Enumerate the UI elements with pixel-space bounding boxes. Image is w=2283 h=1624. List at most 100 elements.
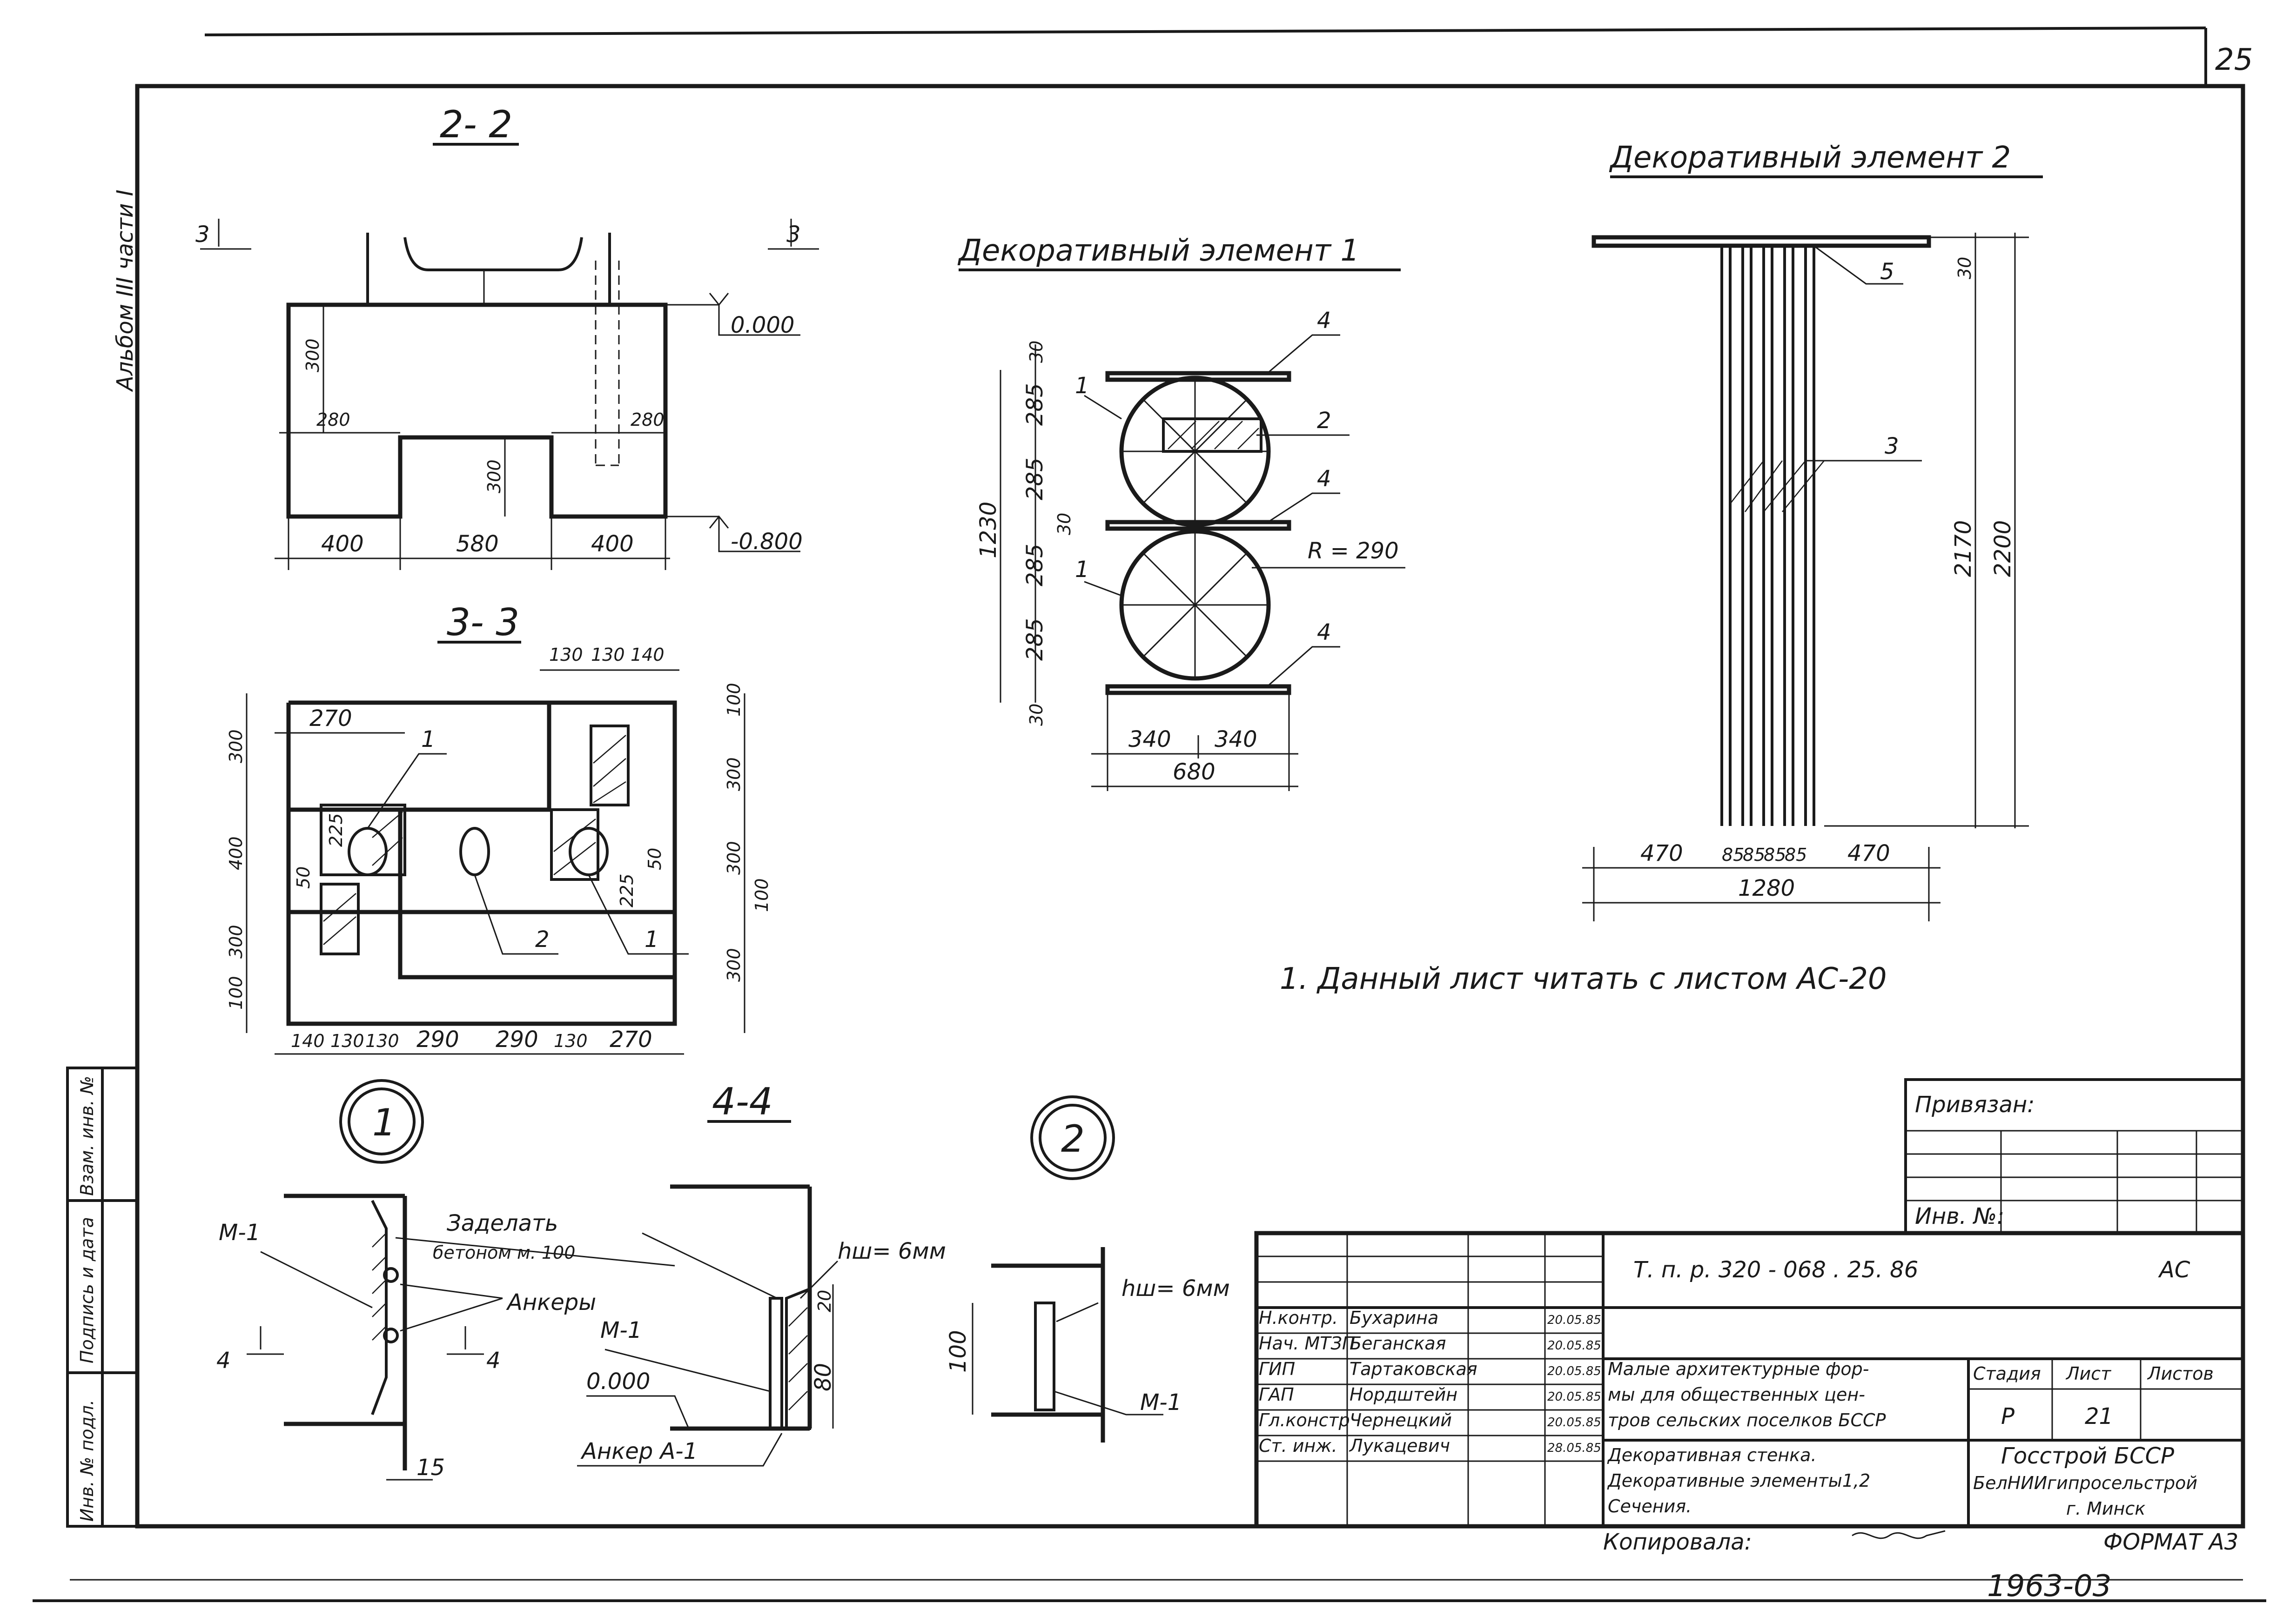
s44-anchor: Анкер А-1 [580, 1438, 698, 1464]
tb-sheet-1: Декоративная стенка. [1607, 1445, 1817, 1465]
s33-bot-130b: 130 [365, 1031, 399, 1051]
tb-project-3: тров сельских поселков БССР [1608, 1410, 1886, 1430]
el2-label-5: 5 [1880, 259, 1894, 285]
el1-overall: 1230 [975, 502, 1001, 558]
copier-signature [1852, 1530, 1946, 1539]
s33-dim-270: 270 [309, 705, 352, 731]
node-1-dim15: 15 [416, 1455, 445, 1481]
el1-dim-30a: 30 [1026, 341, 1047, 363]
el1-label-4b: 4 [1317, 466, 1331, 492]
sheet-frame [33, 27, 2266, 1602]
signer-date-0: 20.05.85 [1547, 1313, 1601, 1327]
tb-org-3: г. Минск [2066, 1498, 2145, 1519]
el1-dim-285c: 285 [1022, 544, 1048, 586]
el2-dim-30: 30 [1954, 257, 1975, 279]
s33-left-300b: 300 [226, 925, 246, 959]
side-inv-podl: Инв. № подл. [77, 1400, 97, 1522]
tb-org-2: БелНИИгипросельстрой [1973, 1473, 2197, 1493]
el1-label-4a: 4 [1317, 308, 1331, 334]
signer-name-2: Тартаковская [1350, 1359, 1477, 1379]
s33-bot-140: 140 [291, 1031, 325, 1051]
section-2-2-title: 2- 2 [440, 103, 512, 146]
hatch-3-3 [323, 735, 626, 945]
tb-sheet-3: Сечения. [1608, 1496, 1692, 1517]
tb-mark: АС [2158, 1257, 2190, 1283]
signer-date-4: 20.05.85 [1547, 1416, 1601, 1429]
s33-bot-130c: 130 [554, 1031, 588, 1051]
section-4-4: 4-4 hш= 6мм 20 80 М-1 0.000 Анкер А-1 [577, 1080, 946, 1467]
tb-header-sheets: Листов [2147, 1363, 2214, 1384]
s33-right-300a: 300 [724, 757, 744, 791]
dim-300b: 300 [484, 459, 504, 493]
signer-role-2: ГИП [1259, 1359, 1295, 1379]
el2-bot-85c: 85 [1764, 845, 1786, 865]
el2-bot-85d: 85 [1785, 845, 1807, 865]
el2-dim-2200: 2200 [1990, 520, 2016, 577]
s33-right-300c: 300 [724, 948, 744, 982]
page-number: 25 [2215, 43, 2253, 77]
s44-mark: 0.000 [586, 1369, 650, 1395]
dim-400a: 400 [321, 531, 364, 557]
signer-date-2: 20.05.85 [1547, 1364, 1601, 1378]
el1-bot-total: 680 [1173, 759, 1215, 785]
el1-label-2: 2 [1317, 408, 1331, 434]
signer-role-1: Нач. МТЗП [1259, 1333, 1355, 1354]
signer-role-0: Н.контр. [1259, 1308, 1338, 1328]
signer-date-3: 20.05.85 [1547, 1390, 1601, 1404]
signer-role-5: Ст. инж. [1259, 1436, 1337, 1456]
tb-sheet-no: 21 [2085, 1403, 2113, 1429]
node-2-weld: hш= 6мм [1121, 1275, 1230, 1302]
tb-code: Т. п. р. 320 - 068 . 25. 86 [1633, 1257, 1918, 1283]
s33-label-2: 2 [535, 926, 550, 953]
s33-right-100b: 100 [752, 878, 772, 912]
el1-label-1a: 1 [1075, 373, 1089, 399]
el1-bot-340b: 340 [1215, 726, 1257, 752]
sheet-note: 1. Данный лист читать с листом АС-20 [1280, 962, 1887, 996]
s44-dim20: 20 [814, 1290, 835, 1312]
node-2: 2 hш= 6мм 100 М-1 [945, 1095, 1230, 1443]
element1-title: Декоративный элемент 1 [957, 234, 1359, 268]
signer-name-4: Чернецкий [1350, 1410, 1452, 1430]
node-2-dim: 100 [945, 1330, 971, 1373]
element2-title: Декоративный элемент 2 [1609, 141, 2011, 175]
node-1: 1 М-1 Заделать бетоном м. 100 Анкеры 4 4… [216, 1079, 675, 1481]
dim-580: 580 [456, 531, 499, 557]
s33-inner-50a: 50 [293, 866, 314, 889]
s33-top-130a: 130 [549, 644, 583, 665]
tb-project-2: мы для общественных цен- [1608, 1384, 1865, 1405]
album-note: Альбом III части I [112, 189, 138, 392]
format-label: ФОРМАТ А3 [2103, 1529, 2238, 1555]
signer-name-5: Лукацевич [1349, 1436, 1450, 1456]
section-4-4-title: 4-4 [712, 1080, 773, 1123]
s33-top-140: 140 [631, 644, 665, 665]
el1-label-1b: 1 [1075, 557, 1089, 583]
s33-inner-50b: 50 [645, 848, 665, 870]
signer-name-3: Нордштейн [1350, 1384, 1457, 1405]
el1-dim-30b: 30 [1054, 513, 1074, 535]
node-2-number: 2 [1061, 1117, 1085, 1161]
node-2-m1: М-1 [1140, 1389, 1182, 1416]
s44-m1: М-1 [600, 1317, 642, 1343]
decorative-element-2: Декоративный элемент 2 5 3 30 2170 [1582, 141, 2043, 921]
level-0000: 0.000 [731, 312, 794, 338]
stamp-number: 1963-03 [1987, 1569, 2111, 1604]
signer-name-0: Бухарина [1350, 1308, 1438, 1328]
s33-bot-290b: 290 [496, 1027, 538, 1053]
el1-dim-285b: 285 [1022, 457, 1048, 500]
section-2-2-cut-left: 3 [195, 221, 210, 248]
tb-header-stage: Стадия [1973, 1363, 2041, 1384]
s33-inner-225b: 225 [617, 873, 637, 907]
el2-bot-470a: 470 [1640, 840, 1683, 866]
tb-project-1: Малые архитектурные фор- [1608, 1359, 1869, 1379]
el1-dim-285d: 285 [1022, 618, 1048, 661]
s33-inner-225a: 225 [326, 813, 346, 847]
title-block: Привязан: Инв. №: Т. п. р. 320 - 068 . 2… [1254, 1078, 2245, 1604]
level-0800: -0.800 [731, 529, 803, 555]
s33-bot-130a: 130 [330, 1031, 364, 1051]
side-vzam: Взам. инв. № [77, 1076, 97, 1196]
el2-bot-85b: 85 [1743, 845, 1765, 865]
node-1-cut-l: 4 [216, 1348, 231, 1374]
dim-280a: 280 [316, 409, 350, 430]
section-2-2-cut-right: 3 [786, 221, 801, 248]
